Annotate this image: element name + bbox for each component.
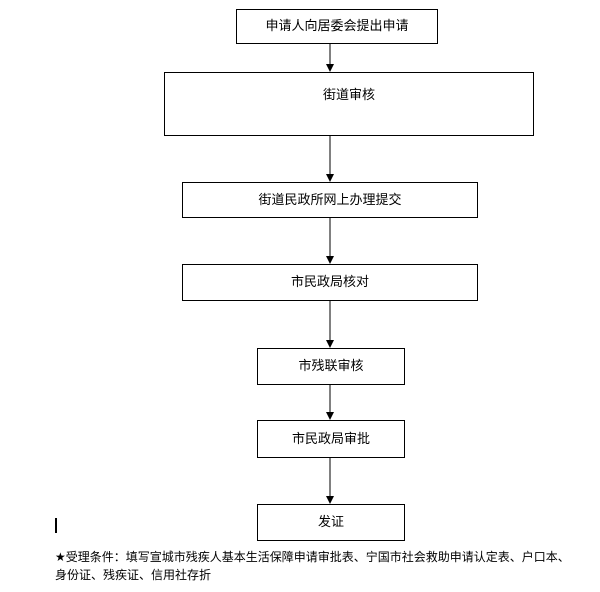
- step-street-review: 街道审核: [164, 72, 534, 136]
- step-city-civil-affairs-verify: 市民政局核对: [182, 264, 478, 301]
- step-city-civil-affairs-approve: 市民政局审批: [257, 420, 405, 458]
- step-label: 申请人向居委会提出申请: [265, 19, 409, 34]
- step-disabled-federation-review: 市残联审核: [257, 348, 405, 385]
- step-issue-certificate: 发证: [257, 504, 405, 541]
- text-cursor: [55, 518, 57, 533]
- step-apply-to-committee: 申请人向居委会提出申请: [236, 9, 438, 44]
- step-street-office-online-submit: 街道民政所网上办理提交: [182, 182, 478, 218]
- step-label: 市民政局核对: [290, 275, 369, 290]
- step-label: 街道审核: [322, 88, 375, 103]
- step-label: 市民政局审批: [291, 431, 370, 447]
- step-label: 市残联审核: [298, 359, 364, 374]
- step-label: 发证: [317, 515, 344, 530]
- step-label: 街道民政所网上办理提交: [258, 192, 402, 208]
- acceptance-conditions-note: ★受理条件：填写宣城市残疾人基本生活保障申请审批表、宁国市社会救助申请认定表、户…: [55, 550, 570, 582]
